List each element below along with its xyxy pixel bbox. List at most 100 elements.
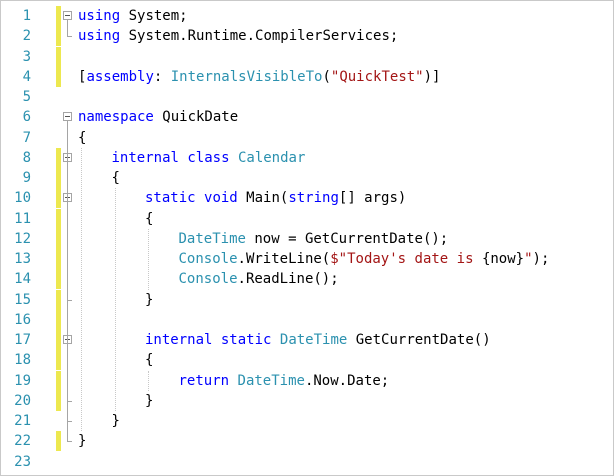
code-token-plain: } bbox=[78, 433, 87, 450]
line-number: 21 bbox=[14, 413, 31, 429]
code-token-keyword: return bbox=[178, 372, 230, 389]
code-line[interactable]: 19 return DateTime.Now.Date; bbox=[1, 370, 613, 391]
code-token-type: Console bbox=[178, 271, 238, 288]
code-text: } bbox=[112, 411, 120, 431]
line-number: 4 bbox=[22, 68, 31, 85]
line-number: 16 bbox=[14, 311, 31, 328]
code-line[interactable]: 16 bbox=[1, 309, 613, 330]
line-number: 3 bbox=[22, 48, 31, 65]
code-line[interactable]: 9{ bbox=[1, 168, 613, 188]
line-number: 1 bbox=[22, 8, 31, 24]
code-token-keyword: assembly bbox=[86, 68, 154, 85]
collapse-box-icon[interactable] bbox=[63, 112, 72, 122]
code-text: DateTime now = GetCurrentDate(); bbox=[179, 229, 449, 249]
code-text: { bbox=[145, 209, 153, 229]
line-number: 2 bbox=[22, 28, 31, 45]
code-token-plain: [] args) bbox=[338, 190, 407, 207]
code-token-plain: ( bbox=[322, 68, 331, 85]
change-marker bbox=[56, 289, 61, 310]
code-token-keyword: internal bbox=[145, 332, 213, 348]
code-text: { bbox=[78, 128, 86, 148]
code-text: static void Main(string[] args) bbox=[145, 188, 406, 208]
code-token-keyword: using bbox=[78, 8, 121, 24]
code-line[interactable]: 18{ bbox=[1, 350, 613, 371]
code-token-plain bbox=[212, 332, 220, 348]
code-token-plain: .ReadLine(); bbox=[237, 271, 339, 288]
code-token-plain bbox=[271, 332, 279, 348]
code-token-plain bbox=[230, 150, 238, 166]
code-token-plain: GetCurrentDate() bbox=[347, 332, 491, 348]
indent-guide bbox=[81, 147, 82, 432]
line-number: 11 bbox=[14, 210, 31, 227]
code-text: } bbox=[145, 391, 153, 411]
change-marker bbox=[56, 390, 61, 411]
code-line[interactable]: 20} bbox=[1, 390, 613, 411]
code-line[interactable]: 12 DateTime now = GetCurrentDate(); bbox=[1, 228, 613, 249]
code-text: namespace QuickDate bbox=[78, 107, 238, 127]
line-number: 15 bbox=[14, 291, 31, 308]
code-line[interactable]: 15} bbox=[1, 289, 613, 310]
code-line[interactable]: 5 bbox=[1, 87, 613, 107]
change-marker bbox=[56, 208, 61, 229]
code-line[interactable]: 7{ bbox=[1, 128, 613, 148]
line-number: 19 bbox=[14, 372, 31, 389]
code-token-plain: { bbox=[111, 170, 120, 186]
line-number: 17 bbox=[14, 332, 31, 348]
change-marker bbox=[56, 228, 61, 249]
code-text: } bbox=[145, 290, 153, 310]
code-line[interactable]: 3 bbox=[1, 46, 613, 67]
line-number: 13 bbox=[14, 251, 31, 267]
code-token-keyword: static bbox=[220, 332, 272, 348]
code-token-keyword: string bbox=[288, 190, 339, 207]
code-token-type: DateTime bbox=[237, 372, 305, 389]
outline-line bbox=[67, 299, 72, 301]
code-token-plain bbox=[196, 190, 204, 206]
line-number: 12 bbox=[14, 230, 31, 247]
code-line[interactable]: 14 Console.ReadLine(); bbox=[1, 269, 613, 290]
line-number: 23 bbox=[14, 453, 31, 470]
code-token-string: "QuickTest" bbox=[330, 68, 424, 85]
line-number: 9 bbox=[22, 170, 31, 186]
change-marker bbox=[56, 431, 61, 452]
code-line[interactable]: 23 bbox=[1, 452, 613, 472]
code-text: return DateTime.Now.Date; bbox=[179, 371, 390, 391]
code-token-plain: { bbox=[78, 129, 87, 146]
collapse-box-icon[interactable] bbox=[63, 11, 72, 20]
code-text: using System.Runtime.CompilerServices; bbox=[78, 26, 398, 46]
code-token-type: DateTime bbox=[279, 332, 348, 348]
code-token-keyword: void bbox=[204, 190, 238, 207]
code-line[interactable]: 4 [assembly: InternalsVisibleTo("QuickTes… bbox=[1, 66, 613, 87]
indent-guide bbox=[148, 370, 149, 391]
code-token-type: Calendar bbox=[237, 149, 306, 166]
code-text: } bbox=[78, 431, 86, 451]
code-token-plain: System.Runtime.CompilerServices; bbox=[120, 28, 399, 45]
outline-line bbox=[67, 400, 72, 402]
change-marker bbox=[56, 370, 61, 391]
code-token-plain: {now} bbox=[481, 251, 525, 267]
code-token-type: DateTime bbox=[178, 230, 246, 247]
change-marker bbox=[56, 6, 61, 26]
code-text: [assembly: InternalsVisibleTo("QuickTest… bbox=[78, 67, 440, 87]
code-line[interactable]: 11 { bbox=[1, 208, 613, 229]
outline-line bbox=[67, 20, 68, 37]
code-token-plain bbox=[229, 373, 237, 389]
code-line[interactable]: 10 static void Main(string[] args) bbox=[1, 188, 613, 209]
code-line[interactable]: 2 using System.Runtime.CompilerServices; bbox=[1, 26, 613, 47]
code-line[interactable]: 1 using System; bbox=[1, 6, 613, 26]
code-line[interactable]: 17 internal static DateTime GetCurrentDat… bbox=[1, 330, 613, 350]
code-token-plain: { bbox=[145, 352, 154, 369]
line-number: 22 bbox=[14, 433, 31, 450]
code-token-string: $"Today's date is bbox=[330, 251, 482, 267]
line-number: 10 bbox=[14, 190, 31, 207]
line-number: 7 bbox=[22, 129, 31, 146]
line-number: 14 bbox=[14, 271, 31, 288]
change-marker bbox=[56, 66, 61, 87]
code-token-keyword: using bbox=[78, 28, 121, 45]
code-token-plain: System; bbox=[120, 8, 188, 24]
code-line[interactable]: 21} bbox=[1, 411, 613, 431]
code-line[interactable]: 22} bbox=[1, 431, 613, 452]
